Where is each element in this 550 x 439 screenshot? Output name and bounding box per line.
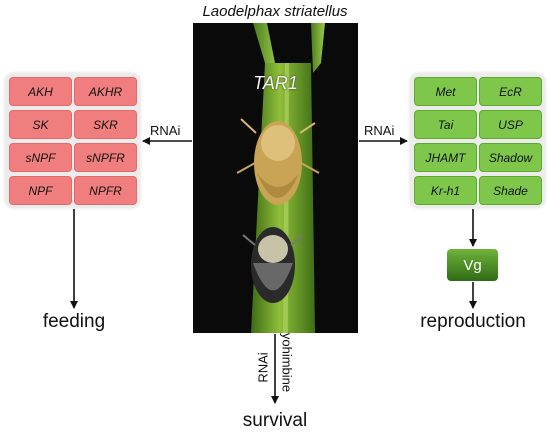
gene-box: AKH [9, 77, 72, 106]
gene-box: Shade [479, 176, 542, 205]
planthopper-upper [236, 118, 320, 205]
gene-box: Tai [414, 110, 477, 139]
gene-box: USP [479, 110, 542, 139]
gene-box: NPFR [74, 176, 137, 205]
gene-box: AKHR [74, 77, 137, 106]
vg-box: Vg [447, 249, 498, 281]
gene-box: Met [414, 77, 477, 106]
planthopper-lower [242, 227, 304, 303]
gene-box: SK [9, 110, 72, 139]
yohimbine-label: yohimbine [279, 332, 295, 393]
gene-box: sNPF [9, 143, 72, 172]
gene-box: Shadow [479, 143, 542, 172]
survival-outcome: survival [242, 410, 308, 431]
gene-box: EcR [479, 77, 542, 106]
bottom-rnai-label: RNAi [255, 352, 271, 383]
reproduction-gene-panel: Met EcR Tai USP JHAMT Shadow Kr-h1 Shade [410, 73, 545, 208]
leaf-blade-right [311, 23, 325, 73]
gene-box: sNPFR [74, 143, 137, 172]
feeding-gene-panel: AKH AKHR SK SKR sNPF sNPFR NPF NPFR [5, 73, 140, 208]
right-rnai-label: RNAi [364, 123, 395, 138]
photo-label: TAR1 [253, 73, 298, 93]
gene-box: JHAMT [414, 143, 477, 172]
reproduction-outcome: reproduction [420, 311, 526, 332]
gene-box: SKR [74, 110, 137, 139]
left-rnai-label: RNAi [150, 123, 181, 138]
photo-illustration [236, 23, 325, 333]
gene-box: NPF [9, 176, 72, 205]
gene-box: Kr-h1 [414, 176, 477, 205]
insect-photo: TAR1 [193, 23, 358, 333]
figure-title: Laodelphax striatellus [202, 3, 348, 20]
feeding-outcome: feeding [42, 311, 106, 332]
